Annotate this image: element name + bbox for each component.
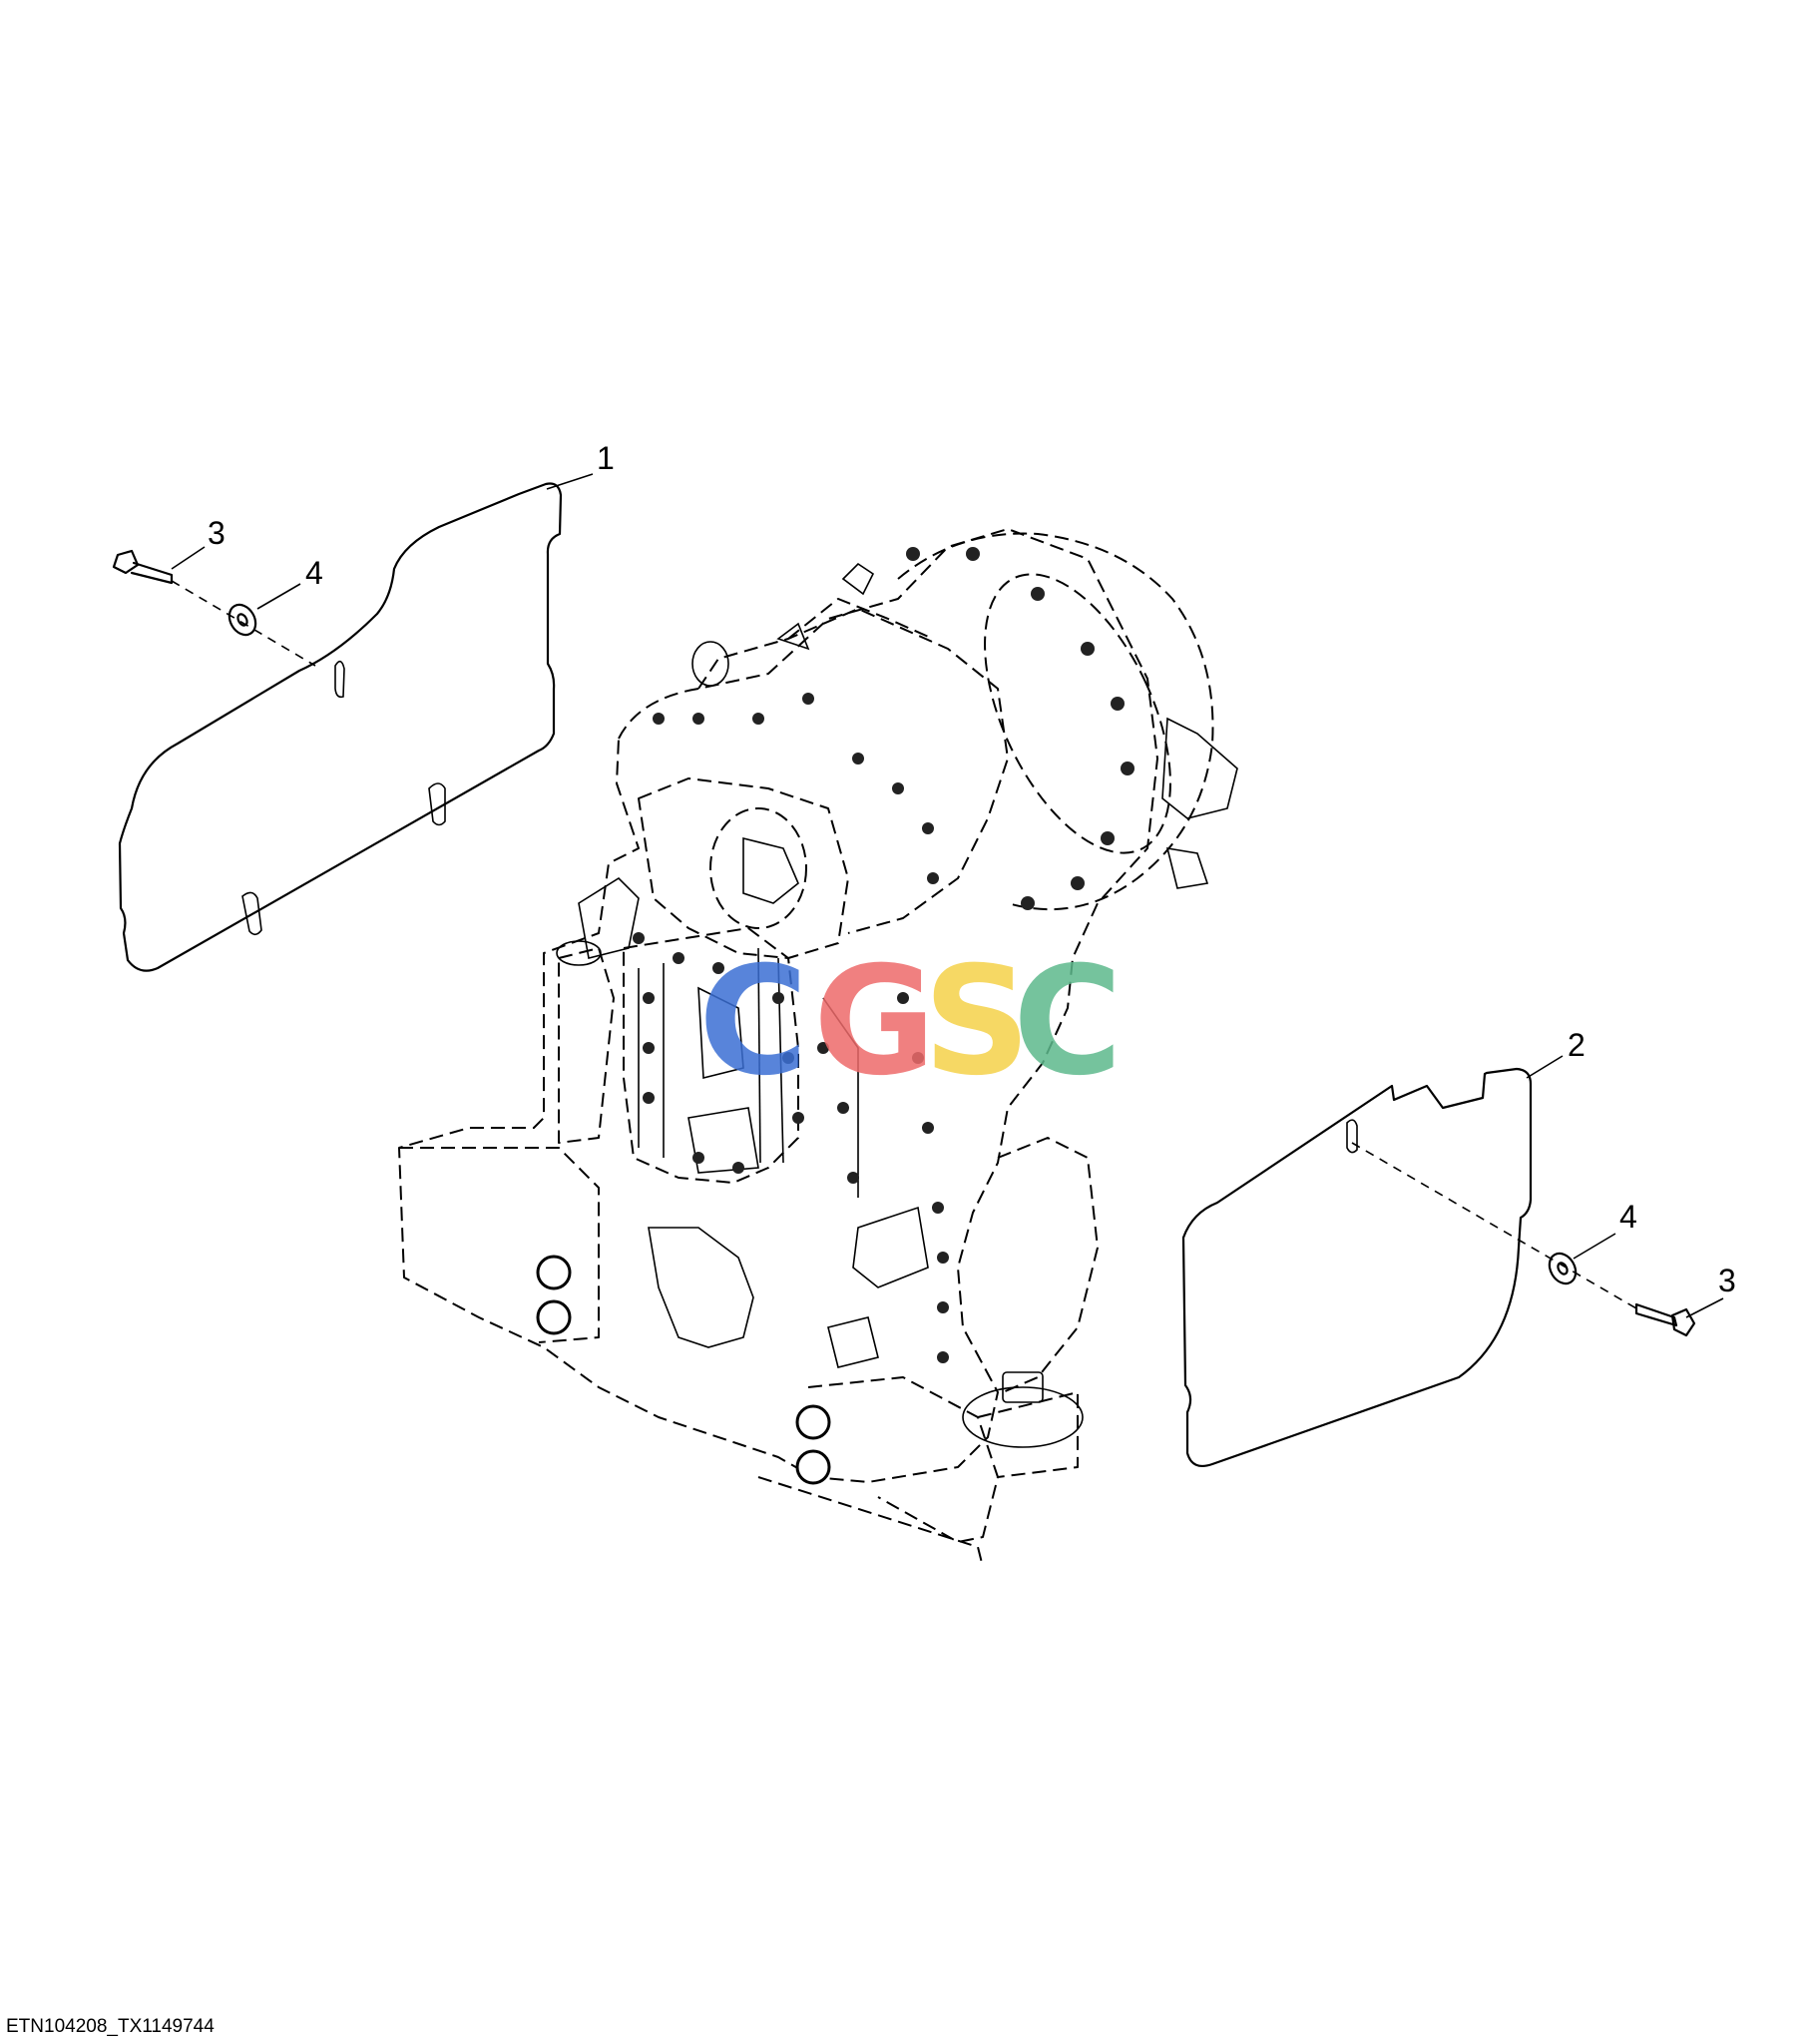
washer-right <box>1548 1252 1578 1285</box>
watermark-logo: C G S C <box>698 935 1123 1109</box>
callout-4-left: 4 <box>305 555 323 591</box>
assembly-line-left <box>171 580 316 667</box>
transmission-housing <box>398 528 1238 1568</box>
callout-3-left: 3 <box>208 515 226 551</box>
cover-panel-1 <box>118 482 563 972</box>
cap-screw-right <box>1634 1302 1696 1337</box>
callout-2: 2 <box>1568 1027 1586 1063</box>
cover-panel-2 <box>1181 1067 1533 1468</box>
watermark-letter-g: G <box>813 935 936 1109</box>
watermark-letter-c1: C <box>698 935 808 1109</box>
watermark-letter-c2: C <box>1013 935 1123 1109</box>
figure-id-caption: ETN104208_TX1149744 <box>6 2016 215 2037</box>
assembly-line-right <box>1351 1142 1637 1309</box>
callout-4-right: 4 <box>1619 1199 1637 1235</box>
watermark-letter-s: S <box>923 935 1031 1109</box>
cap-screw-left <box>112 549 174 585</box>
washer-left <box>227 603 257 637</box>
callout-3-right: 3 <box>1718 1263 1736 1298</box>
leader-lines <box>171 473 1724 1318</box>
housing-bolts <box>536 547 1134 1485</box>
callout-1: 1 <box>597 440 615 476</box>
